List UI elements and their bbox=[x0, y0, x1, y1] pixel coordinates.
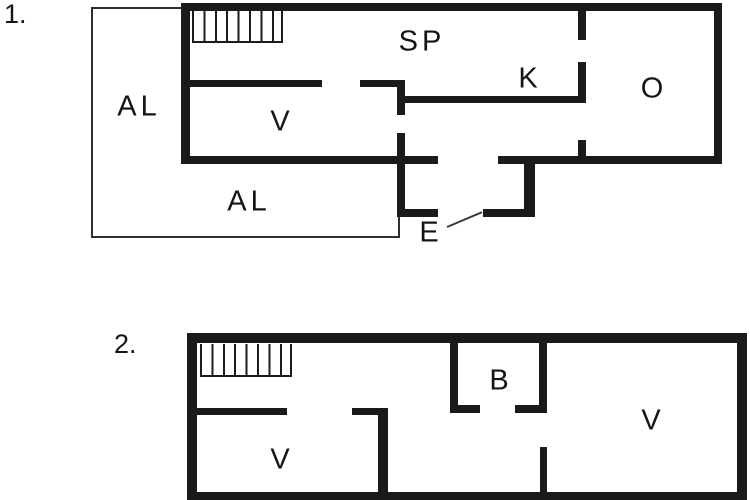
f1-o-room-wall-upper bbox=[578, 11, 586, 40]
f1-room-label-al-left: AL bbox=[117, 90, 161, 123]
terrace-outline-right-line bbox=[398, 215, 400, 238]
f1-wall-bottom-left bbox=[181, 156, 438, 164]
f1-wall-right bbox=[714, 3, 722, 164]
f2-v-room-right-wall bbox=[378, 408, 388, 493]
f2-room-label-b: B bbox=[489, 364, 513, 397]
f1-v-room-top-wall bbox=[188, 80, 322, 87]
f1-hall-divider-lower bbox=[397, 133, 405, 217]
f1-room-label-e: E bbox=[419, 216, 443, 249]
f2-v-room-top-wall bbox=[197, 408, 287, 415]
f1-room-label-al-bottom: AL bbox=[227, 185, 271, 218]
f1-entry-right-wall bbox=[524, 156, 535, 217]
f1-room-label-v: V bbox=[270, 105, 294, 138]
f2-bathroom-right-wall bbox=[539, 343, 547, 413]
f1-o-room-wall-stub bbox=[578, 140, 586, 156]
f2-wall-bottom bbox=[187, 492, 747, 500]
f2-staircase-symbol bbox=[200, 344, 292, 377]
f1-o-room-wall-middle bbox=[578, 62, 586, 103]
f1-wall-top bbox=[181, 3, 722, 11]
floor-1-number: 1. bbox=[4, 0, 27, 29]
f1-wall-left bbox=[181, 3, 190, 164]
f2-room-label-v-right: V bbox=[641, 404, 665, 437]
f2-room-label-v-left: V bbox=[270, 443, 294, 476]
f1-entry-bottom-wall-left bbox=[397, 209, 438, 217]
f2-wall-top bbox=[187, 333, 747, 343]
f1-wall-bottom-right bbox=[498, 156, 722, 164]
f2-bathroom-left-wall bbox=[450, 343, 458, 413]
terrace-outline-left-line bbox=[91, 7, 93, 238]
f1-hall-divider-upper bbox=[397, 80, 405, 115]
f2-wall-left bbox=[187, 333, 197, 500]
f2-hall-divider-stub bbox=[540, 447, 547, 493]
f1-v-room-top-wall-2 bbox=[360, 80, 405, 87]
f1-entry-door-swing-line bbox=[446, 211, 483, 228]
terrace-outline-bottom-line bbox=[91, 236, 400, 238]
f2-v-room-top-wall-2 bbox=[352, 408, 388, 415]
terrace-outline-top-line bbox=[91, 7, 181, 9]
f1-room-label-sp: SP bbox=[398, 25, 446, 58]
f1-entry-bottom-wall-right bbox=[483, 209, 535, 217]
f2-bathroom-bottom-wall-right bbox=[515, 405, 545, 413]
f1-room-label-o: O bbox=[640, 72, 668, 105]
f1-kitchen-bottom-wall bbox=[405, 96, 586, 103]
f1-staircase-symbol bbox=[192, 11, 283, 43]
f1-room-label-k: K bbox=[518, 62, 542, 95]
floor-2-number: 2. bbox=[114, 329, 137, 359]
f2-bathroom-bottom-wall-left bbox=[450, 405, 480, 413]
f2-wall-right bbox=[737, 333, 747, 500]
